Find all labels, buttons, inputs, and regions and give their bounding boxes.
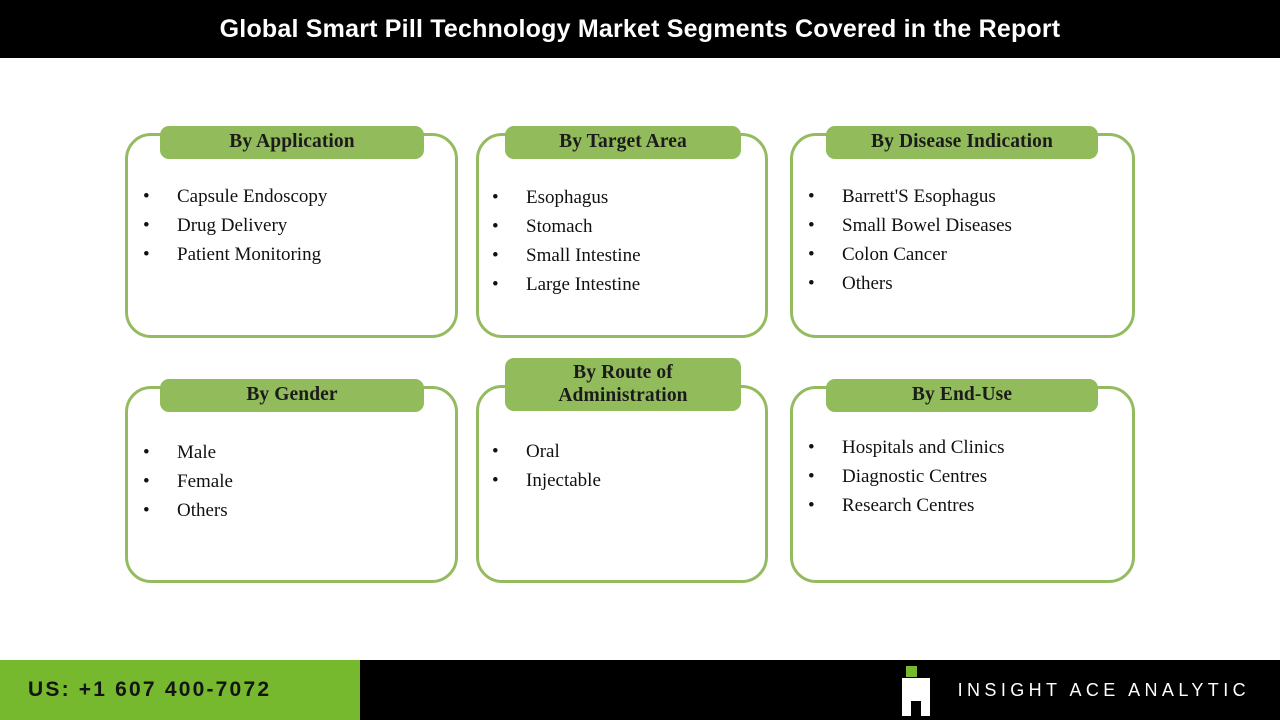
bullet-icon: • [143,499,150,521]
list-item-label: Others [177,499,228,521]
list-item: • Diagnostic Centres [808,463,1130,492]
bullet-icon: • [492,244,499,266]
bullet-icon: • [808,465,815,487]
bullet-icon: • [143,442,150,463]
insight-ace-a-mark-icon [894,664,938,716]
list-item-label: Male [177,442,217,463]
list-item-label: Female [177,470,233,492]
list-item-label: Drug Delivery [177,214,288,236]
segment-title-by-disease-indication: By Disease Indication [871,131,1053,153]
footer-phone-number: US: +1 607 400-7072 [28,678,272,701]
list-item: • Hospitals and Clinics [808,434,1130,463]
brand-lockup: INSIGHT ACE ANALYTIC [894,660,1250,720]
list-item: • Barrett'S Esophagus [808,183,1130,212]
segment-title-by-application: By Application [229,131,355,153]
bullet-icon: • [808,214,815,236]
list-item-label: Large Intestine [526,273,641,295]
list-item-label: Hospitals and Clinics [842,437,1005,458]
segment-title-by-route-of-administration-line1: By Route of [573,362,673,384]
list-item: • Small Intestine [492,242,762,271]
segment-card-by-gender [125,386,458,583]
segment-list-by-gender: • Male • Female • Others [143,439,453,526]
list-item: • Colon Cancer [808,241,1130,270]
list-item: • Stomach [492,213,762,242]
list-item: • Drug Delivery [143,212,453,241]
list-item-label: Research Centres [842,494,975,516]
list-item: • Female [143,468,453,497]
segment-list-by-route-of-administration: • Oral • Injectable [492,438,762,496]
bullet-icon: • [143,214,150,236]
bullet-icon: • [143,470,150,492]
list-item-label: Patient Monitoring [177,243,322,265]
segment-card-header-by-application: By Application [160,126,424,159]
list-item: • Oral [492,438,762,467]
segment-list-by-disease-indication: • Barrett'S Esophagus • Small Bowel Dise… [808,183,1130,299]
list-item-label: Barrett'S Esophagus [842,186,996,207]
segment-list-by-end-use: • Hospitals and Clinics • Diagnostic Cen… [808,434,1130,521]
title-bar: Global Smart Pill Technology Market Segm… [0,0,1280,58]
segment-title-by-gender: By Gender [246,384,338,406]
bullet-icon: • [808,272,815,294]
list-item: • Capsule Endoscopy [143,183,453,212]
list-item: • Small Bowel Diseases [808,212,1130,241]
bullet-icon: • [492,187,499,208]
segment-card-by-disease-indication [790,133,1135,338]
bullet-icon: • [143,186,150,207]
segment-card-header-by-target-area: By Target Area [505,126,741,159]
bullet-icon: • [808,437,815,458]
segment-title-by-target-area: By Target Area [559,131,687,153]
brand-square-icon [905,666,917,677]
bullet-icon: • [808,243,815,265]
bullet-icon: • [492,273,499,295]
segment-list-by-target-area: • Esophagus • Stomach • Small Intestine … [492,184,762,300]
segment-card-header-by-end-use: By End-Use [826,379,1098,412]
segment-card-header-by-disease-indication: By Disease Indication [826,126,1098,159]
brand-name: INSIGHT ACE ANALYTIC [957,679,1250,700]
segment-card-header-by-gender: By Gender [160,379,424,412]
bullet-icon: • [492,215,499,237]
list-item-label: Oral [526,441,560,462]
footer-bar: US: +1 607 400-7072 INSIGHT ACE ANALYTIC [0,660,1280,720]
list-item: • Injectable [492,467,762,496]
bullet-icon: • [143,243,150,265]
bullet-icon: • [808,494,815,516]
bullet-icon: • [808,186,815,207]
list-item-label: Capsule Endoscopy [177,186,328,207]
page-title: Global Smart Pill Technology Market Segm… [219,14,1061,43]
segment-card-header-by-route-of-administration: By Route of Administration [505,358,741,411]
list-item: • Research Centres [808,492,1130,521]
segment-card-by-target-area [476,133,768,338]
list-item-label: Colon Cancer [842,243,948,265]
list-item-label: Esophagus [526,187,609,208]
list-item: • Patient Monitoring [143,241,453,270]
bullet-icon: • [492,469,499,491]
list-item-label: Injectable [526,469,601,491]
segment-title-by-route-of-administration-line2: Administration [558,384,688,406]
segments-board: By Application • Capsule Endoscopy • Dru… [0,58,1280,652]
list-item: • Esophagus [492,184,762,213]
list-item: • Male [143,439,453,468]
footer-phone-block: US: +1 607 400-7072 [0,660,360,720]
list-item-label: Small Intestine [526,244,641,266]
list-item-label: Small Bowel Diseases [842,214,1012,236]
list-item: • Others [808,270,1130,299]
list-item: • Large Intestine [492,271,762,300]
list-item: • Others [143,497,453,526]
list-item-label: Diagnostic Centres [842,465,988,487]
list-item-label: Others [842,272,893,294]
segment-card-by-route-of-administration [476,385,768,583]
bullet-icon: • [492,441,499,462]
segment-list-by-application: • Capsule Endoscopy • Drug Delivery • Pa… [143,183,453,270]
list-item-label: Stomach [526,215,593,237]
segment-title-by-end-use: By End-Use [911,384,1013,406]
